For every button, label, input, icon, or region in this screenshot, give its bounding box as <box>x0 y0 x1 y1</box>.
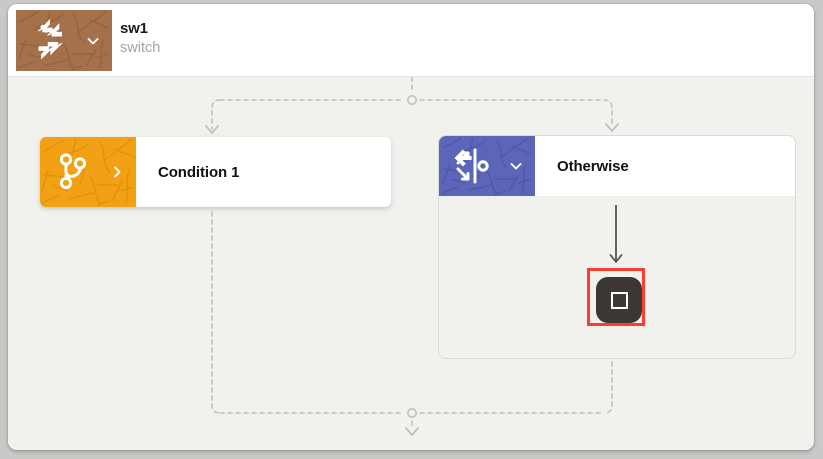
otherwise-tile[interactable] <box>439 136 535 196</box>
chevron-down-icon[interactable] <box>508 158 524 174</box>
flow-canvas: Condition 1 <box>8 77 814 450</box>
condition-1-tile[interactable] <box>40 137 136 207</box>
arrowhead-otherwise <box>605 123 619 132</box>
otherwise-header[interactable]: Otherwise <box>439 136 795 197</box>
stop-square-icon <box>610 291 628 309</box>
page-title: sw1 <box>120 20 148 37</box>
stop-action-highlight <box>587 268 645 326</box>
edge-to-condition <box>211 99 221 130</box>
arrowhead-condition <box>205 125 219 134</box>
node-condition-1[interactable]: Condition 1 <box>40 137 391 207</box>
node-type-label: switch <box>120 40 161 56</box>
connector-edges <box>205 77 619 436</box>
condition-1-label: Condition 1 <box>158 163 240 181</box>
switch-node-window: sw1 switch <box>8 4 814 450</box>
edge-to-otherwise <box>603 99 613 128</box>
header-text-group: sw1 switch <box>120 19 160 58</box>
junction-merge-node[interactable] <box>406 407 417 418</box>
chevron-down-icon[interactable] <box>85 33 101 49</box>
junction-split-node[interactable] <box>406 94 417 105</box>
stop-action-button[interactable] <box>596 277 642 323</box>
otherwise-label: Otherwise <box>557 157 629 175</box>
edge-otherwise-to-merge <box>603 361 613 414</box>
arrowhead-merge-out <box>405 427 419 436</box>
otherwise-inner-edge <box>609 205 623 263</box>
header-tile[interactable] <box>16 10 112 71</box>
edge-condition-to-merge <box>211 211 221 414</box>
switch-arrows-icon <box>37 18 63 59</box>
branch-fork-icon <box>59 153 87 190</box>
chevron-right-icon[interactable] <box>109 164 125 180</box>
node-otherwise[interactable]: Otherwise <box>438 135 796 359</box>
otherwise-body <box>439 197 795 358</box>
split-arrows-icon <box>454 148 489 184</box>
arrowhead-stop <box>609 254 623 263</box>
node-header: sw1 switch <box>8 4 814 77</box>
